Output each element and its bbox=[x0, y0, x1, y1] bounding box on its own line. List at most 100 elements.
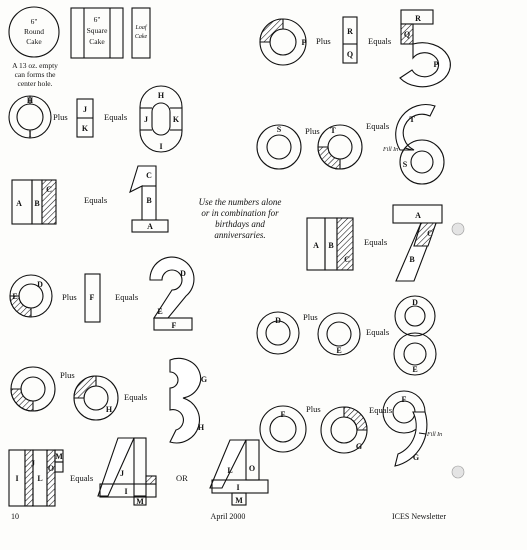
svg-text:F: F bbox=[402, 395, 407, 404]
svg-text:Equals: Equals bbox=[369, 405, 392, 415]
piece-a bbox=[11, 179, 33, 225]
svg-text:D: D bbox=[275, 316, 281, 325]
can-note-1: A 13 oz. empty bbox=[12, 61, 58, 70]
svg-text:E: E bbox=[412, 365, 417, 374]
svg-text:B: B bbox=[34, 199, 40, 208]
ring-f bbox=[259, 405, 307, 453]
svg-text:OR: OR bbox=[176, 473, 188, 483]
svg-text:B: B bbox=[146, 196, 152, 205]
svg-text:M: M bbox=[136, 497, 144, 506]
one-stem bbox=[129, 165, 157, 221]
svg-text:G: G bbox=[356, 442, 362, 451]
round-label-2: Round bbox=[24, 27, 44, 36]
svg-text:Q: Q bbox=[404, 30, 410, 39]
svg-text:G: G bbox=[201, 375, 207, 384]
svg-text:C: C bbox=[46, 185, 52, 194]
plus-text: Plus bbox=[53, 112, 68, 122]
number-3-group: Plus H Equals G H bbox=[10, 357, 207, 444]
svg-text:A: A bbox=[147, 222, 153, 231]
svg-text:Equals: Equals bbox=[364, 237, 387, 247]
label-J: J bbox=[83, 105, 87, 114]
square-label-3: Cake bbox=[89, 37, 105, 46]
svg-text:R: R bbox=[347, 27, 353, 36]
svg-text:A: A bbox=[415, 211, 421, 220]
ring-e-8 bbox=[317, 312, 361, 356]
number-9-group: F Plus G Equals F G Fill In bbox=[259, 390, 442, 467]
center-note: Use the numbers alone or in combination … bbox=[199, 197, 282, 240]
svg-text:Equals: Equals bbox=[124, 392, 147, 402]
one-base bbox=[131, 219, 169, 233]
svg-text:Equals: Equals bbox=[70, 473, 93, 483]
ring-s bbox=[256, 124, 302, 170]
svg-text:M: M bbox=[235, 496, 243, 505]
svg-text:E: E bbox=[336, 346, 341, 355]
publication-name: ICES Newsletter bbox=[392, 512, 446, 521]
five-top bbox=[400, 9, 434, 25]
svg-text:E: E bbox=[12, 292, 17, 301]
svg-text:I: I bbox=[15, 474, 18, 483]
binder-hole-bottom bbox=[451, 465, 465, 479]
piece-c-7 bbox=[336, 217, 354, 271]
svg-text:J: J bbox=[120, 469, 124, 478]
svg-text:S: S bbox=[403, 160, 408, 169]
svg-text:I: I bbox=[124, 487, 127, 496]
svg-text:Plus: Plus bbox=[303, 312, 318, 322]
loaf-label-1: Loaf bbox=[134, 24, 147, 31]
svg-text:H: H bbox=[198, 423, 205, 432]
two-curve bbox=[149, 256, 195, 319]
svg-text:or in combination for: or in combination for bbox=[201, 208, 279, 218]
svg-text:J: J bbox=[144, 115, 148, 124]
fill-in-note-6: Fill In bbox=[382, 147, 398, 153]
number-2-group: D E Plus F Equals D E F bbox=[9, 256, 195, 331]
number-5-group: P Plus R Q Equals R Q P bbox=[259, 9, 451, 88]
svg-text:B: B bbox=[409, 255, 415, 264]
svg-text:I: I bbox=[236, 483, 239, 492]
loaf-cake-pan bbox=[131, 7, 151, 59]
svg-text:Q: Q bbox=[347, 50, 353, 59]
svg-text:Plus: Plus bbox=[305, 126, 320, 136]
number-6-group: S Plus T Equals T S Fill In bbox=[256, 103, 445, 185]
label-K: K bbox=[82, 124, 89, 133]
round-label-3: Cake bbox=[26, 37, 42, 46]
number-8-group: D Plus E Equals D E bbox=[256, 295, 437, 376]
label-I: I bbox=[28, 130, 31, 139]
svg-text:S: S bbox=[277, 125, 282, 134]
svg-text:P: P bbox=[302, 38, 307, 47]
seven-top bbox=[392, 204, 443, 224]
six-ring bbox=[399, 139, 445, 185]
piece-c bbox=[41, 179, 57, 225]
svg-text:H: H bbox=[158, 91, 165, 100]
svg-text:F: F bbox=[90, 293, 95, 302]
four-a-bar bbox=[99, 483, 157, 498]
number-4-group: I J L M O Equals J I M OR L O I M bbox=[8, 437, 269, 507]
binder-hole-top bbox=[451, 222, 465, 236]
bar-f bbox=[84, 273, 101, 323]
label-H: H bbox=[27, 96, 34, 105]
footer: 10 April 2000 ICES Newsletter bbox=[11, 512, 446, 521]
svg-text:D: D bbox=[37, 280, 43, 289]
can-note-3: center hole. bbox=[18, 79, 53, 88]
svg-text:Plus: Plus bbox=[316, 36, 331, 46]
svg-text:M: M bbox=[55, 452, 63, 461]
svg-text:L: L bbox=[227, 466, 232, 475]
svg-text:A: A bbox=[16, 199, 22, 208]
svg-text:F: F bbox=[172, 321, 177, 330]
number-7-group: A B C Equals A C B bbox=[306, 204, 443, 282]
page-number: 10 bbox=[11, 512, 19, 521]
fill-in-note-9: Fill In bbox=[426, 432, 442, 438]
square-cake-pan bbox=[70, 7, 124, 59]
svg-text:Plus: Plus bbox=[306, 404, 321, 414]
loaf-label-2: Cake bbox=[135, 34, 148, 40]
svg-text:K: K bbox=[173, 115, 180, 124]
number-1-group: A B C Equals C B A bbox=[11, 165, 169, 233]
round-cake-pan bbox=[8, 6, 60, 58]
number-0-group: H I Plus J K Equals H J K I bbox=[8, 85, 183, 153]
pan-legend: 6" Round Cake 6" Square Cake Loaf Cake A… bbox=[8, 6, 151, 88]
svg-text:A: A bbox=[313, 241, 319, 250]
svg-text:F: F bbox=[281, 410, 286, 419]
issue-date: April 2000 bbox=[211, 512, 246, 521]
square-label-1: 6" bbox=[94, 15, 101, 24]
svg-text:Equals: Equals bbox=[366, 121, 389, 131]
